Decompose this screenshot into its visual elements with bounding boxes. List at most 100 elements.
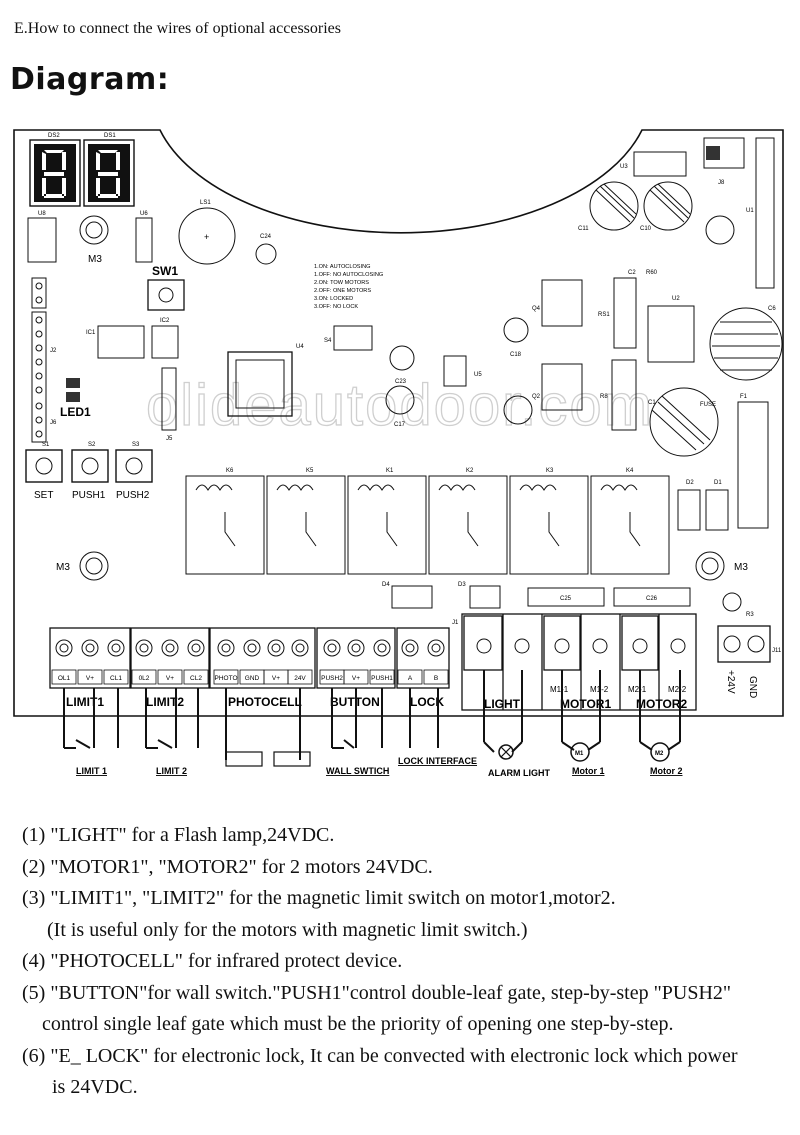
- push1-button[interactable]: [71, 449, 109, 483]
- svg-text:Q4: Q4: [532, 306, 541, 312]
- svg-text:C26: C26: [646, 596, 658, 602]
- svg-text:J11: J11: [772, 648, 782, 654]
- terminal-pin-label: V+: [86, 675, 94, 682]
- svg-text:U4: U4: [296, 344, 304, 350]
- note-photocell: (4) "PHOTOCELL" for infrared protect dev…: [22, 950, 403, 972]
- terminal-screw: 24V: [287, 639, 313, 685]
- svg-text:K5: K5: [306, 468, 314, 474]
- wiring-notes: (1) "LIGHT" for a Flash lamp,24VDC. (2) …: [22, 820, 792, 1104]
- power-terminal-screw: [723, 635, 741, 653]
- svg-text:C18: C18: [510, 352, 522, 358]
- motor2-label: MOTOR2: [636, 697, 687, 711]
- push-buttons: S1 S2 S3 SET PUSH1 PUSH2: [25, 442, 153, 501]
- terminal-screw: V+: [263, 639, 289, 685]
- note-motors: (2) "MOTOR1", "MOTOR2" for 2 motors 24VD…: [22, 855, 433, 878]
- svg-text:C10: C10: [640, 226, 652, 232]
- svg-text:3.OFF: NO LOCK: 3.OFF: NO LOCK: [314, 304, 358, 310]
- svg-text:U3: U3: [620, 164, 628, 170]
- terminal-pin-label: PHOTO: [215, 675, 238, 682]
- terminal-pin-label: V+: [352, 675, 360, 682]
- svg-text:U1: U1: [746, 208, 754, 214]
- output-terminal-screw: [592, 638, 608, 654]
- terminal-screw: CL1: [103, 639, 129, 685]
- svg-text:+: +: [204, 232, 209, 242]
- terminal-group-labels: LIMIT1 LIMIT2 PHOTOCELL BUTTON LOCK LIGH…: [66, 695, 687, 711]
- svg-text:U8: U8: [38, 211, 46, 217]
- seven-segment-display-1: DS1: [83, 133, 135, 207]
- svg-text:LOCK INTERFACE: LOCK INTERFACE: [398, 756, 477, 766]
- svg-text:S4: S4: [324, 338, 332, 344]
- wiring-labels: LIMIT 1 LIMIT 2 WALL SWTICH LOCK INTERFA…: [76, 751, 683, 778]
- svg-text:J8: J8: [718, 180, 725, 186]
- svg-text:J5: J5: [166, 436, 173, 442]
- note-button-detail: control single leaf gate which must be t…: [42, 1013, 674, 1035]
- output-terminal-screw: [632, 638, 648, 654]
- relays: [185, 475, 670, 575]
- svg-text:Motor 1: Motor 1: [572, 766, 605, 776]
- svg-text:J1: J1: [452, 620, 459, 626]
- output-terminal-block: [461, 613, 697, 711]
- ds2-label: DS2: [48, 133, 60, 139]
- note-limit-detail: (It is useful only for the motors with m…: [47, 918, 528, 941]
- svg-text:IC1: IC1: [86, 330, 96, 336]
- terminal-pin-label: B: [434, 675, 438, 682]
- note-button: (5) "BUTTON"for wall switch."PUSH1"contr…: [22, 981, 732, 1004]
- svg-text:LS1: LS1: [200, 200, 211, 206]
- svg-text:D4: D4: [382, 582, 390, 588]
- svg-text:FUSE: FUSE: [700, 402, 716, 408]
- svg-text:D2: D2: [686, 480, 694, 486]
- terminal-screw: OL1: [51, 639, 77, 685]
- svg-text:M3: M3: [88, 254, 102, 265]
- svg-text:D1: D1: [714, 480, 722, 486]
- svg-text:J6: J6: [50, 420, 57, 426]
- svg-text:M2-2: M2-2: [668, 685, 687, 694]
- motor1-label: MOTOR1: [560, 697, 611, 711]
- terminal-pin-label: CL2: [190, 675, 202, 682]
- terminal-pin-label: PUSH1: [371, 675, 393, 682]
- svg-text:1.ON: AUTOCLOSING: 1.ON: AUTOCLOSING: [314, 264, 370, 270]
- button-label: BUTTON: [330, 695, 380, 709]
- svg-text:J2: J2: [50, 348, 57, 354]
- terminal-screw: A: [397, 639, 423, 685]
- svg-text:WALL SWTICH: WALL SWTICH: [326, 766, 389, 776]
- svg-text:C24: C24: [260, 234, 272, 240]
- svg-text:ALARM LIGHT: ALARM LIGHT: [488, 768, 550, 778]
- ds1-label: DS1: [104, 133, 116, 139]
- photocell-label: PHOTOCELL: [228, 695, 302, 709]
- svg-text:M1: M1: [575, 751, 584, 757]
- limit2-label: LIMIT2: [146, 695, 184, 709]
- note-lock-detail: is 24VDC.: [52, 1076, 138, 1098]
- svg-text:2.OFF: ONE MOTORS: 2.OFF: ONE MOTORS: [314, 288, 371, 294]
- external-wiring: [63, 670, 681, 767]
- set-button[interactable]: [25, 449, 63, 483]
- svg-text:LIMIT 1: LIMIT 1: [76, 766, 107, 776]
- svg-text:C25: C25: [560, 596, 572, 602]
- svg-text:+24V: +24V: [725, 670, 736, 694]
- note-light: (1) "LIGHT" for a Flash lamp,24VDC.: [22, 824, 335, 846]
- terminal-screw: V+: [343, 639, 369, 685]
- light-label: LIGHT: [484, 697, 521, 711]
- terminal-pin-label: A: [408, 675, 413, 682]
- limit1-label: LIMIT1: [66, 695, 104, 709]
- output-terminal-screw: [514, 638, 530, 654]
- diagram-title: Diagram:: [10, 62, 170, 97]
- svg-text:2.ON: TOW MOTORS: 2.ON: TOW MOTORS: [314, 280, 369, 286]
- svg-text:U6: U6: [140, 211, 148, 217]
- terminal-screw: V+: [77, 639, 103, 685]
- note-lock: (6) "E_ LOCK" for electronic lock, It ca…: [22, 1044, 738, 1067]
- output-terminal-screw: [554, 638, 570, 654]
- sw1-label: SW1: [152, 264, 178, 278]
- push2-button[interactable]: [115, 449, 153, 483]
- svg-text:U5: U5: [474, 372, 482, 378]
- terminal-pin-label: GND: [245, 675, 260, 682]
- terminal-pin-label: V+: [272, 675, 280, 682]
- svg-text:PUSH2: PUSH2: [116, 490, 150, 501]
- output-terminal-screw: [670, 638, 686, 654]
- note-limit: (3) "LIMIT1", "LIMIT2" for the magnetic …: [22, 887, 616, 909]
- led1-label: LED1: [60, 405, 91, 419]
- svg-text:K1: K1: [386, 468, 394, 474]
- svg-text:Q2: Q2: [532, 394, 541, 400]
- svg-text:C6: C6: [768, 306, 776, 312]
- svg-text:R3: R3: [746, 612, 754, 618]
- terminal-pin-label: 24V: [294, 675, 306, 682]
